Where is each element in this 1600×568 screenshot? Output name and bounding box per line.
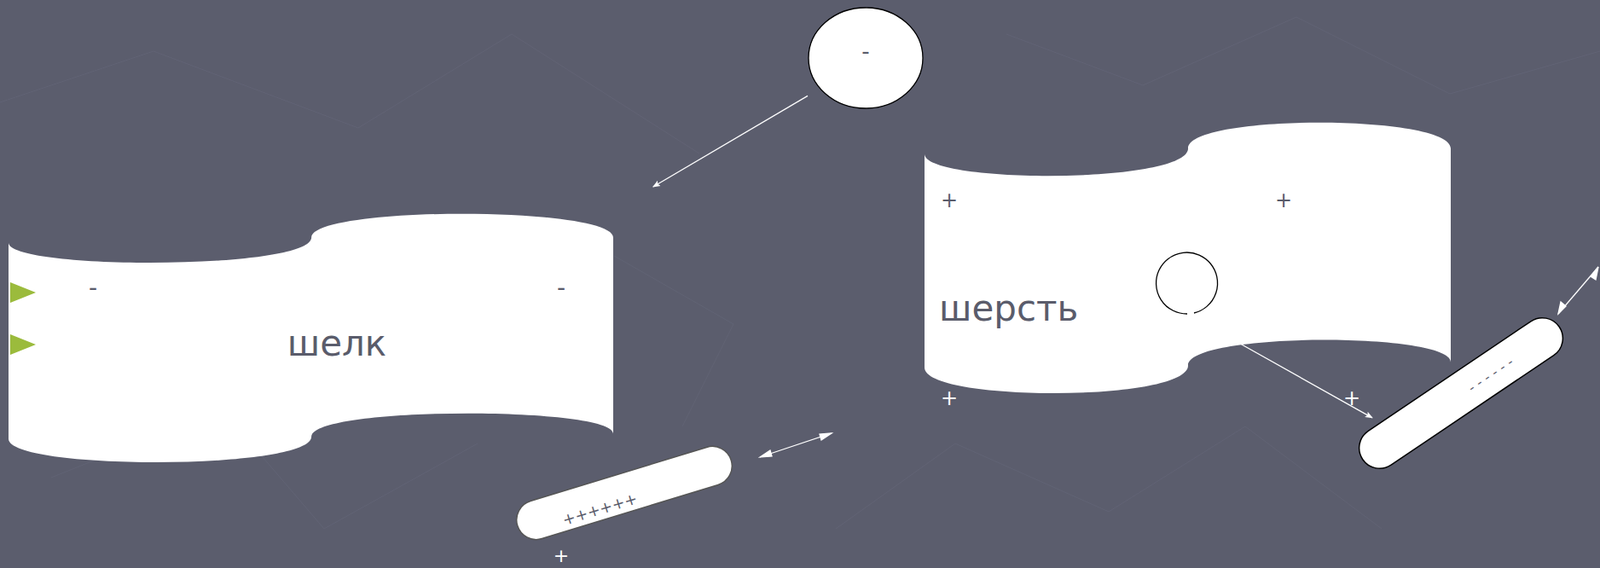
arrow-head bbox=[819, 433, 832, 441]
node-text: - bbox=[88, 276, 98, 301]
node-text: шерсть bbox=[939, 290, 1079, 327]
charged-rod: ++++++ bbox=[510, 440, 738, 545]
wool-band: + + шерсть bbox=[924, 122, 1451, 394]
band-path bbox=[924, 122, 1451, 394]
silk-band: - - шелк bbox=[8, 214, 614, 463]
background-line bbox=[1006, 17, 1600, 94]
rod-outline bbox=[511, 441, 737, 545]
background-line bbox=[835, 426, 1382, 529]
node-text: - bbox=[861, 40, 870, 63]
motion-line bbox=[759, 433, 832, 458]
charge-sign: + bbox=[1343, 388, 1361, 409]
shape-outline bbox=[924, 122, 1451, 394]
charge-sign: + bbox=[940, 388, 958, 409]
motion-arrow bbox=[1558, 266, 1599, 314]
node-text: шелк bbox=[287, 325, 387, 362]
arrow-head bbox=[1558, 301, 1566, 314]
motion-arrow bbox=[759, 433, 832, 458]
electron-circle: - bbox=[807, 6, 924, 110]
node-text: + bbox=[940, 190, 958, 211]
motion-line bbox=[1558, 266, 1599, 314]
band-path bbox=[8, 214, 614, 463]
background-line bbox=[0, 34, 700, 154]
node-text: + bbox=[1275, 190, 1293, 211]
background-lines bbox=[0, 17, 1600, 529]
charge-sign: + bbox=[553, 546, 569, 566]
transfer-arrow bbox=[1240, 343, 1373, 418]
node-text: - bbox=[556, 276, 566, 301]
arrow-head bbox=[1590, 266, 1599, 280]
transfer-arrow bbox=[653, 95, 808, 187]
ellipse-outline bbox=[808, 7, 923, 109]
rod-outline bbox=[1350, 309, 1571, 476]
arrow-head bbox=[759, 450, 772, 458]
background-line bbox=[614, 255, 734, 427]
